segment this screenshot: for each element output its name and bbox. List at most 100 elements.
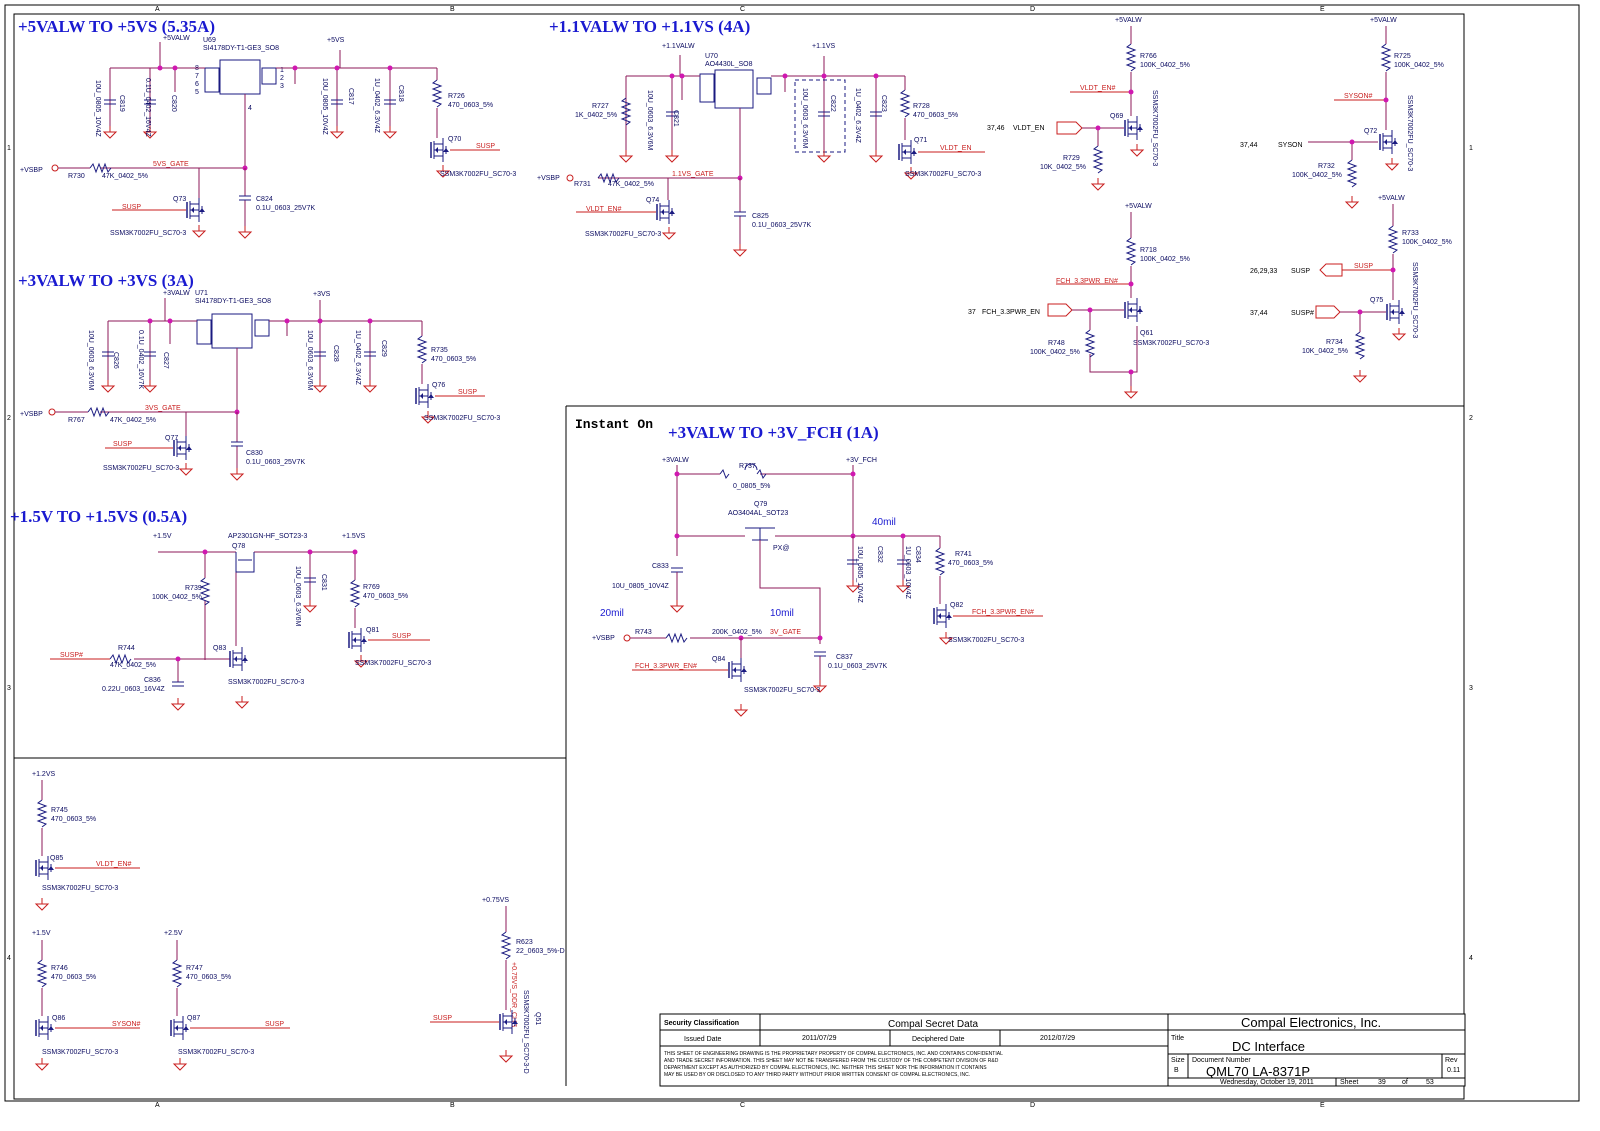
- svg-text:SSM3K7002FU_SC70-3: SSM3K7002FU_SC70-3: [948, 637, 1024, 644]
- svg-text:DEPARTMENT EXCEPT AS AUTHORIZE: DEPARTMENT EXCEPT AS AUTHORIZED BY COMPA…: [664, 1065, 987, 1071]
- svg-text:C834: C834: [914, 546, 921, 563]
- svg-text:Q73: Q73: [173, 196, 186, 203]
- section-title-15vs: +1.5V TO +1.5VS (0.5A): [10, 507, 187, 526]
- svg-text:Compal Secret Data: Compal Secret Data: [888, 1019, 978, 1030]
- svg-text:SSM3K7002FU_SC70-3: SSM3K7002FU_SC70-3: [42, 885, 118, 892]
- svg-text:+5VALW: +5VALW: [1378, 195, 1405, 202]
- svg-text:470_0603_5%: 470_0603_5%: [913, 112, 958, 119]
- section-discharge: +1.2VS R745 470_0603_5% Q85 VLDT_EN# SSM…: [32, 771, 565, 1074]
- svg-text:4: 4: [1469, 955, 1473, 962]
- svg-text:FCH_3.3PWR_EN#: FCH_3.3PWR_EN#: [1056, 278, 1118, 285]
- c822-dnp-box: [794, 79, 846, 153]
- svg-text:U71: U71: [195, 290, 208, 297]
- svg-text:SYSON: SYSON: [1278, 142, 1303, 149]
- svg-text:0_0805_5%: 0_0805_5%: [733, 483, 770, 490]
- document-number: QML70 LA-8371P: [1206, 1064, 1310, 1079]
- svg-text:AO3404AL_SOT23: AO3404AL_SOT23: [728, 510, 788, 517]
- svg-text:Q51: Q51: [534, 1012, 541, 1025]
- section-title-11vs: +1.1VALW TO +1.1VS (4A): [549, 17, 750, 36]
- svg-text:47K_0402_5%: 47K_0402_5%: [110, 417, 156, 424]
- svg-text:1U_0402_6.3V4Z: 1U_0402_6.3V4Z: [854, 88, 861, 144]
- svg-text:1K_0402_5%: 1K_0402_5%: [575, 112, 617, 119]
- svg-text:100K_0402_5%: 100K_0402_5%: [1292, 172, 1342, 179]
- svg-text:Q78: Q78: [232, 543, 245, 550]
- svg-text:SUSP: SUSP: [476, 143, 495, 150]
- svg-text:10K_0402_5%: 10K_0402_5%: [1302, 348, 1348, 355]
- svg-text:VLDT_EN#: VLDT_EN#: [586, 206, 622, 213]
- svg-text:THIS SHEET OF ENGINEERING DRAW: THIS SHEET OF ENGINEERING DRAWING IS THE…: [664, 1051, 1003, 1057]
- svg-text:A: A: [155, 1102, 160, 1109]
- svg-text:2: 2: [280, 75, 284, 82]
- svg-text:3: 3: [7, 685, 11, 692]
- svg-text:47K_0402_5%: 47K_0402_5%: [110, 662, 156, 669]
- svg-text:3V_GATE: 3V_GATE: [770, 629, 801, 636]
- svg-text:SUSP: SUSP: [122, 204, 141, 211]
- svg-text:3: 3: [280, 83, 284, 90]
- svg-text:+3VALW: +3VALW: [662, 457, 689, 464]
- svg-text:SYSON#: SYSON#: [112, 1021, 141, 1028]
- svg-text:C832: C832: [876, 546, 883, 563]
- svg-text:10U_0805_10V4Z: 10U_0805_10V4Z: [856, 546, 863, 604]
- svg-text:3VS_GATE: 3VS_GATE: [145, 405, 181, 412]
- svg-text:+5VALW: +5VALW: [163, 35, 190, 42]
- svg-text:SI4178DY-T1-GE3_SO8: SI4178DY-T1-GE3_SO8: [195, 298, 271, 305]
- svg-text:+1.5V: +1.5V: [32, 930, 51, 937]
- svg-text:E: E: [1320, 6, 1325, 13]
- svg-text:0.11: 0.11: [1447, 1067, 1460, 1074]
- svg-text:Wednesday, October 19, 2011: Wednesday, October 19, 2011: [1220, 1079, 1314, 1086]
- svg-text:VLDT_EN#: VLDT_EN#: [1080, 85, 1116, 92]
- instant-on-label: Instant On: [575, 417, 653, 432]
- svg-text:470_0603_5%: 470_0603_5%: [51, 974, 96, 981]
- svg-text:40mil: 40mil: [872, 517, 896, 528]
- svg-text:2: 2: [7, 415, 11, 422]
- svg-text:53: 53: [1426, 1079, 1434, 1086]
- svg-text:D: D: [1030, 1102, 1035, 1109]
- svg-text:SUSP: SUSP: [113, 441, 132, 448]
- svg-text:100K_0402_5%: 100K_0402_5%: [1402, 239, 1452, 246]
- svg-text:0.1U_0402_16V7K: 0.1U_0402_16V7K: [137, 330, 144, 389]
- svg-text:+5VALW: +5VALW: [1115, 17, 1142, 24]
- svg-text:R735: R735: [431, 347, 448, 354]
- svg-text:C836: C836: [144, 677, 161, 684]
- svg-text:+VSBP: +VSBP: [592, 635, 615, 642]
- svg-text:C821: C821: [672, 110, 679, 127]
- svg-text:R623: R623: [516, 939, 533, 946]
- svg-text:10U_0805_10V4Z: 10U_0805_10V4Z: [94, 80, 101, 138]
- svg-text:20mil: 20mil: [600, 608, 624, 619]
- section-11vs: +1.1VALW TO +1.1VS (4A) +1.1VALW +1.1VS …: [537, 17, 985, 257]
- svg-text:100K_0402_5%: 100K_0402_5%: [1394, 62, 1444, 69]
- svg-text:R767: R767: [68, 417, 85, 424]
- svg-text:+3VS: +3VS: [313, 291, 331, 298]
- drawing-title: DC Interface: [1232, 1039, 1305, 1054]
- svg-text:R726: R726: [448, 93, 465, 100]
- svg-text:FCH_3.3PWR_EN#: FCH_3.3PWR_EN#: [972, 609, 1034, 616]
- svg-text:39: 39: [1378, 1079, 1386, 1086]
- svg-text:5VS_GATE: 5VS_GATE: [153, 161, 189, 168]
- svg-text:100K_0402_5%: 100K_0402_5%: [1140, 256, 1190, 263]
- svg-text:Q84: Q84: [712, 656, 725, 663]
- svg-text:10U_0805_10V4Z: 10U_0805_10V4Z: [612, 583, 670, 590]
- section-title-3vfch: +3VALW TO +3V_FCH (1A): [668, 423, 879, 442]
- svg-text:37,44: 37,44: [1250, 310, 1268, 317]
- svg-text:B: B: [1174, 1067, 1179, 1074]
- svg-text:SSM3K7002FU_SC70-3: SSM3K7002FU_SC70-3: [1411, 262, 1418, 338]
- svg-text:Q82: Q82: [950, 602, 963, 609]
- svg-text:Q77: Q77: [165, 435, 178, 442]
- svg-text:SUSP: SUSP: [1291, 268, 1310, 275]
- svg-text:3: 3: [1469, 685, 1473, 692]
- svg-text:Sheet: Sheet: [1340, 1079, 1358, 1086]
- svg-text:Q70: Q70: [448, 136, 461, 143]
- svg-text:SSM3K7002FU_SC70-3: SSM3K7002FU_SC70-3: [178, 1049, 254, 1056]
- svg-text:100K_0402_5%: 100K_0402_5%: [1030, 349, 1080, 356]
- svg-text:C: C: [740, 1102, 745, 1109]
- svg-text:PX@: PX@: [773, 545, 789, 552]
- svg-text:47K_0402_5%: 47K_0402_5%: [102, 173, 148, 180]
- svg-text:470_0603_5%: 470_0603_5%: [448, 102, 493, 109]
- svg-text:5: 5: [195, 89, 199, 96]
- svg-text:Deciphered Date: Deciphered Date: [912, 1036, 965, 1043]
- svg-text:R727: R727: [592, 103, 609, 110]
- svg-text:R732: R732: [1318, 163, 1335, 170]
- svg-text:C833: C833: [652, 563, 669, 570]
- svg-text:2: 2: [1469, 415, 1473, 422]
- svg-text:100K_0402_5%: 100K_0402_5%: [152, 594, 202, 601]
